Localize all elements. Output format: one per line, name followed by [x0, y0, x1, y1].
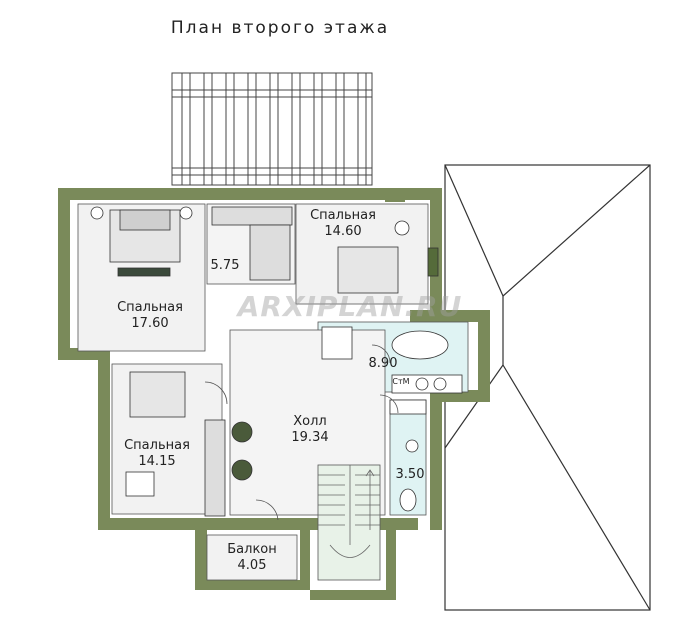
room-bedroom-1-area: 17.60	[131, 316, 169, 331]
roof	[444, 164, 651, 611]
room-wc-area: 3.50	[395, 467, 425, 482]
room-bathroom-area: 8.90	[368, 356, 398, 371]
room-wc: 3.50	[390, 467, 430, 483]
room-bedroom-3-name: Спальная	[124, 438, 190, 453]
room-hall-area: 19.34	[291, 430, 329, 445]
stairs	[318, 465, 380, 558]
furniture	[90, 206, 463, 517]
room-bedroom-3-area: 14.15	[138, 454, 176, 469]
room-hall-name: Холл	[293, 414, 327, 429]
room-bedroom-1: Спальная 17.60	[100, 300, 200, 332]
pergola	[171, 72, 373, 186]
room-balcony-name: Балкон	[227, 542, 277, 557]
room-closet-area: 5.75	[210, 258, 240, 273]
room-balcony-area: 4.05	[237, 558, 267, 573]
room-bedroom-1-name: Спальная	[117, 300, 183, 315]
room-bedroom-3: Спальная 14.15	[112, 438, 202, 470]
room-bedroom-2-area: 14.60	[324, 224, 362, 239]
room-closet: 5.75	[205, 258, 245, 274]
room-bedroom-2: Спальная 14.60	[298, 208, 388, 240]
room-bathroom: 8.90	[358, 356, 408, 372]
watermark-text: ARXIPLAN.RU	[237, 290, 463, 323]
doors	[204, 344, 399, 521]
washer-label: СтМ	[392, 377, 410, 386]
plan-title: План второго этажа	[170, 18, 390, 38]
room-bedroom-2-name: Спальная	[310, 208, 376, 223]
room-balcony: Балкон 4.05	[212, 542, 292, 574]
room-hall: Холл 19.34	[275, 414, 345, 446]
